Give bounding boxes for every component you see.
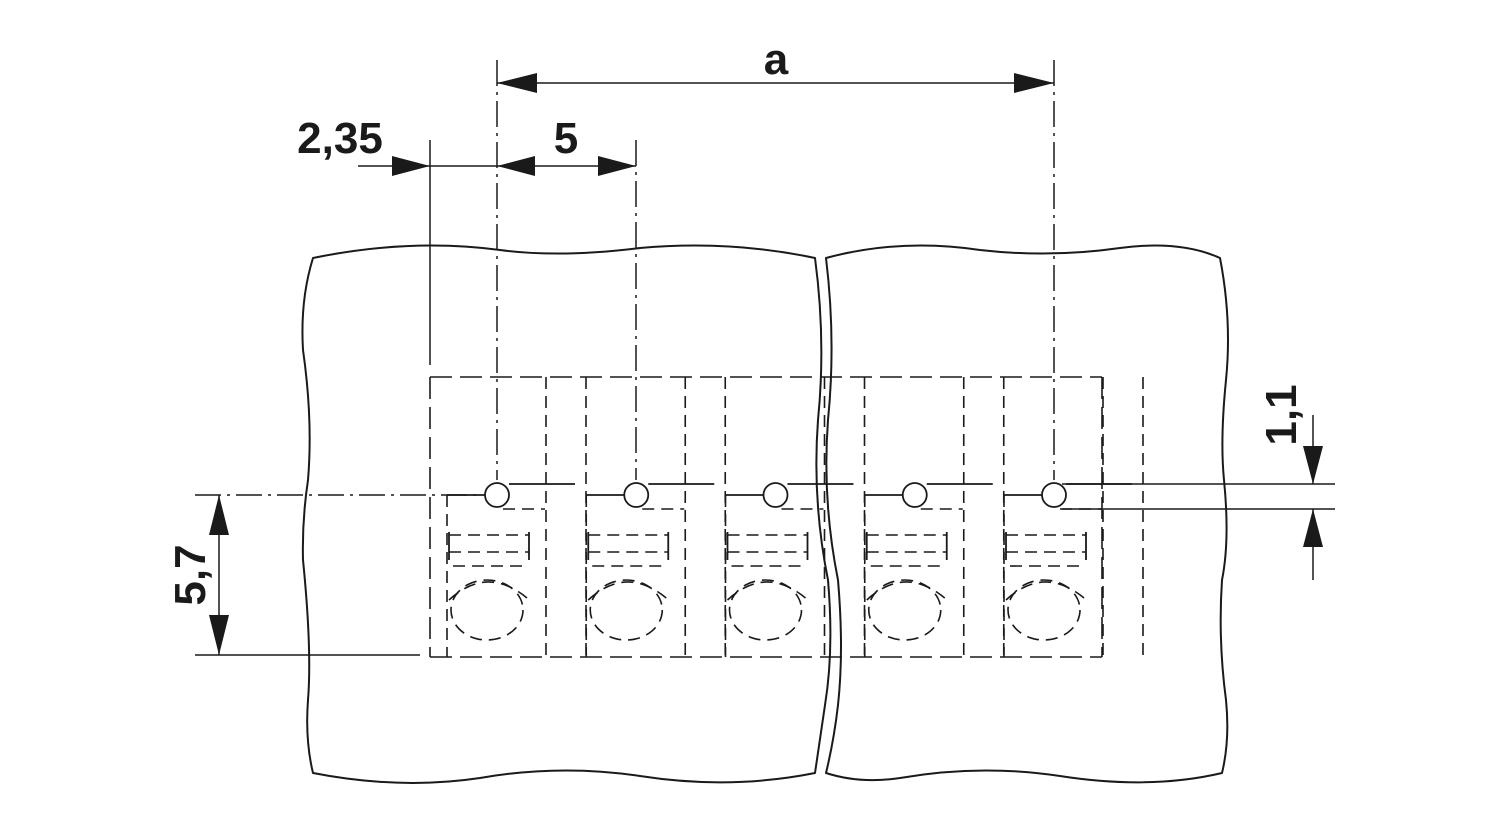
dimension-5-7: 5,7 bbox=[166, 495, 229, 655]
pin-hole-icon bbox=[901, 482, 928, 508]
dimension-label-2-35: 2,35 bbox=[297, 114, 383, 163]
pin-hole-icon bbox=[484, 482, 510, 508]
wire-entry-icon bbox=[450, 579, 524, 641]
arrowhead-left-icon bbox=[497, 73, 537, 93]
wire-entry-icon bbox=[866, 581, 946, 601]
wire-entry-icon bbox=[589, 579, 664, 641]
wire-entry-icon bbox=[726, 581, 807, 601]
pin-hole-icon bbox=[762, 482, 789, 508]
wire-entry-icon bbox=[728, 579, 803, 641]
dimension-a: a bbox=[497, 35, 1054, 93]
arrowhead-down-icon bbox=[209, 615, 229, 655]
pin-hole-icon bbox=[1041, 482, 1067, 508]
connector-poles bbox=[446, 377, 1144, 657]
arrowhead-left-icon bbox=[497, 156, 535, 176]
connector-outline bbox=[429, 376, 1103, 658]
wire-entry-icon bbox=[1005, 581, 1085, 601]
wire-entry-icon bbox=[867, 579, 942, 641]
arrowhead-right-icon bbox=[598, 156, 636, 176]
dimension-label-5-7: 5,7 bbox=[166, 544, 215, 605]
dimension-label-5: 5 bbox=[554, 114, 578, 163]
wire-entry-icon bbox=[448, 581, 528, 601]
extension-lines bbox=[195, 60, 1335, 656]
arrowhead-right-icon bbox=[392, 156, 430, 176]
wire-entry-icon bbox=[1007, 579, 1081, 641]
dimension-1-1: 1,1 bbox=[1257, 384, 1323, 580]
pcb-board-left bbox=[301, 244, 832, 784]
arrowhead-down-icon bbox=[1303, 446, 1323, 484]
wire-entry-icon bbox=[587, 581, 667, 601]
dimension-label-a: a bbox=[764, 35, 789, 84]
pcb-board-right bbox=[825, 244, 1229, 784]
pin-hole-icon bbox=[623, 482, 650, 508]
arrowhead-right-icon bbox=[1014, 73, 1054, 93]
arrowhead-up-icon bbox=[209, 495, 229, 535]
arrowhead-up-icon bbox=[1303, 509, 1323, 547]
dimension-label-1-1: 1,1 bbox=[1257, 384, 1306, 445]
dimension-edge-and-pitch: 2,35 5 bbox=[297, 114, 636, 176]
